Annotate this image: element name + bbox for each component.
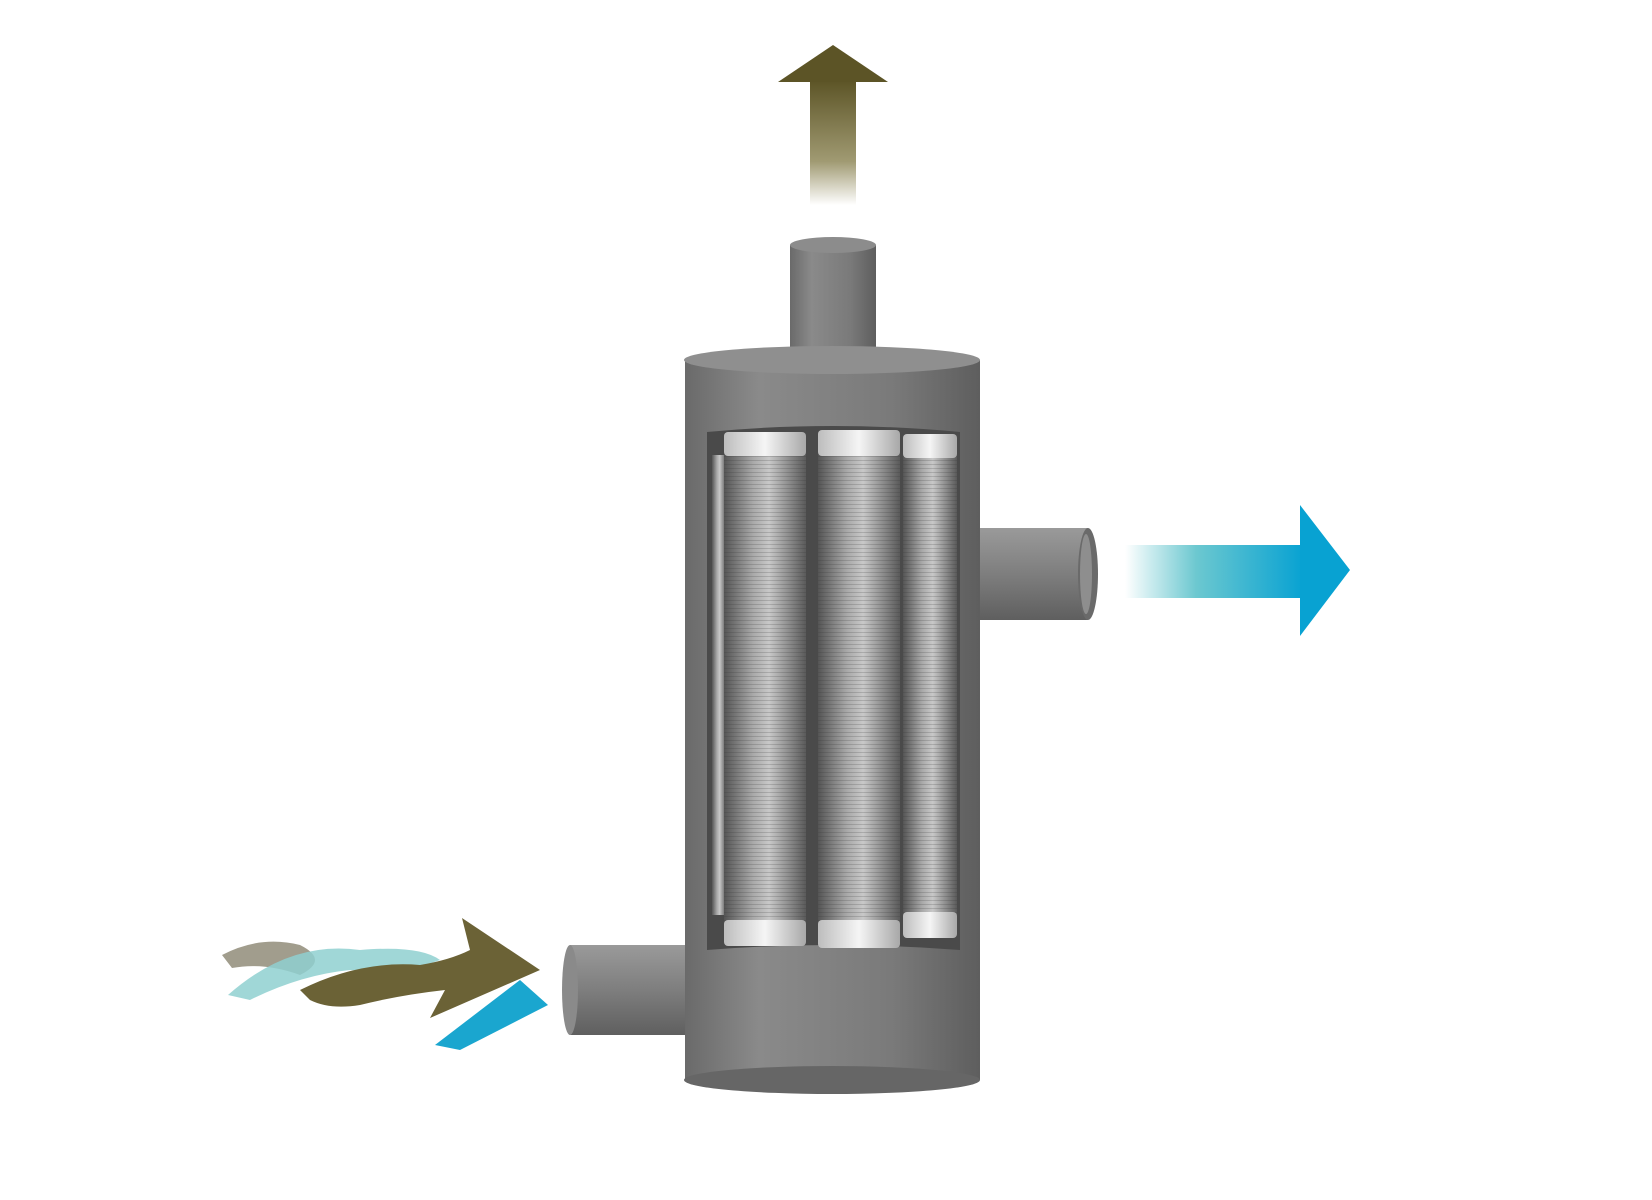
filter-cartridges <box>712 430 957 948</box>
top-outlet-pipe <box>790 237 876 355</box>
filter-cartridge <box>712 432 806 946</box>
swirl-arrow-icon <box>222 918 548 1050</box>
arrow-right-icon <box>1125 505 1350 636</box>
filter-cartridge <box>903 434 957 938</box>
filter-cartridge <box>818 430 900 948</box>
inlet-pipe <box>562 945 690 1035</box>
arrow-up-icon <box>778 45 888 205</box>
